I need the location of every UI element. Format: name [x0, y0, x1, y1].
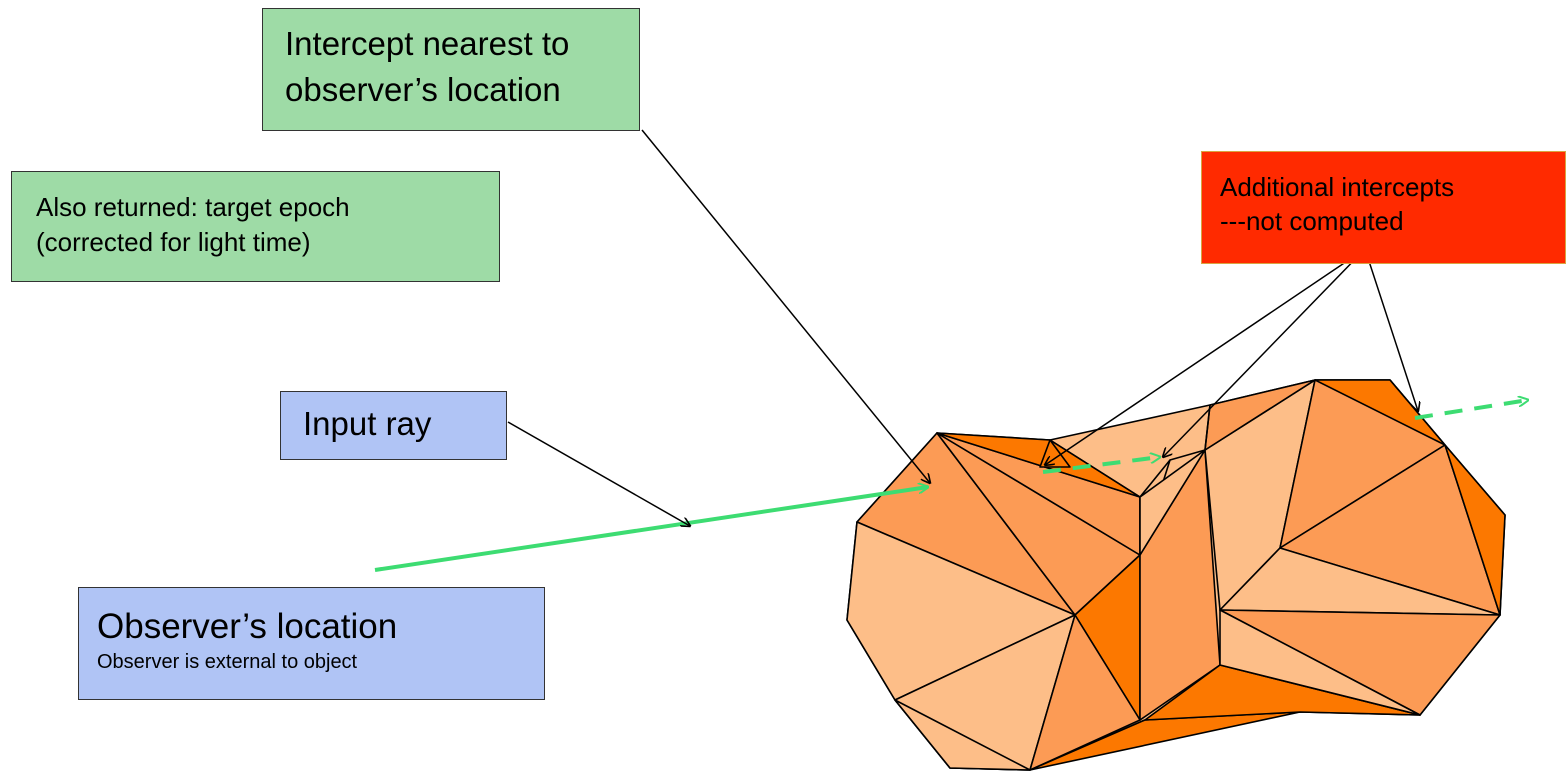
- input-ray-label: Input ray: [280, 391, 507, 460]
- also-returned-line-1: Also returned: target epoch: [36, 192, 350, 222]
- intercept-nearest-line-2: observer’s location: [285, 71, 561, 108]
- observer-location-title: Observer’s location: [97, 607, 398, 646]
- leader-additional-2: [1163, 248, 1366, 457]
- facet-edge: [1169, 404, 1211, 461]
- additional-intercepts-line-1: Additional intercepts: [1220, 172, 1455, 202]
- leader-intercept-nearest: [641, 129, 930, 483]
- also-returned-label: Also returned: target epoch (corrected f…: [11, 171, 500, 282]
- input-ray-text: Input ray: [303, 405, 432, 442]
- intercept-nearest-line-1: Intercept nearest to: [285, 25, 570, 62]
- facet: [1219, 609, 1421, 716]
- observer-location-label: Observer’s location Observer is external…: [78, 587, 545, 700]
- additional-intercepts-line-2: ---not computed: [1220, 206, 1404, 236]
- input-ray: [374, 487, 928, 572]
- additional-intercepts-label: Additional intercepts ---not computed: [1201, 151, 1566, 264]
- leader-additional-3: [1364, 248, 1418, 411]
- observer-location-note: Observer is external to object: [97, 651, 358, 673]
- dashed-ray-segment: [1042, 457, 1160, 474]
- facet: [1029, 614, 1141, 771]
- intercept-nearest-label: Intercept nearest to observer’s location: [262, 8, 640, 131]
- target-body-facets: [846, 379, 1506, 771]
- leader-additional-1: [1045, 248, 1366, 465]
- facet-edge: [1049, 439, 1141, 498]
- facet: [1139, 449, 1206, 556]
- facet: [1444, 444, 1506, 616]
- leader-input-ray: [507, 421, 690, 526]
- facet: [894, 699, 1031, 771]
- also-returned-line-2: (corrected for light time): [36, 227, 311, 257]
- dashed-ray-segment: [1414, 400, 1528, 420]
